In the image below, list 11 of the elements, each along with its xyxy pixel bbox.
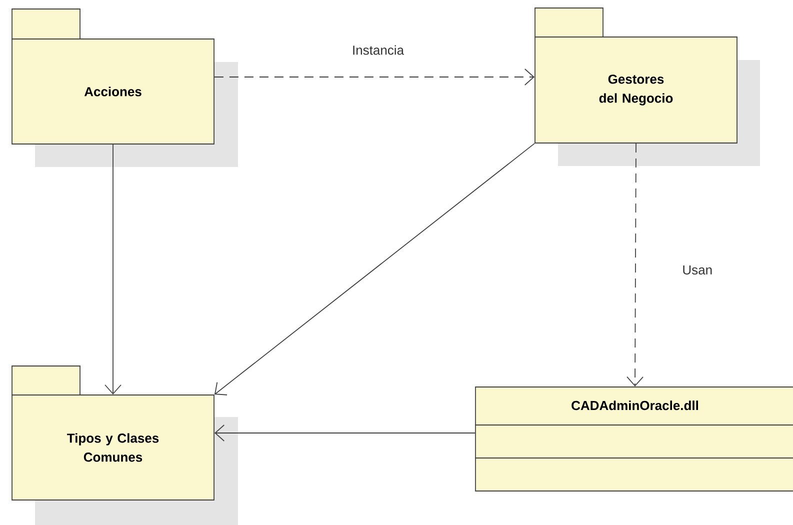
arrow [104, 144, 122, 395]
class-box: CADAdminOracle.dll [474, 386, 793, 492]
package-box: Acciones [12, 8, 238, 167]
edge-label: Usan [680, 263, 715, 277]
arrow [214, 68, 535, 86]
package-box: Gestores del Negocio [534, 8, 760, 166]
arrow [214, 424, 476, 442]
package-box: Tipos y Clases Comunes [12, 366, 238, 525]
arrow [214, 143, 535, 396]
arrow [626, 143, 644, 387]
edge-label: Instancia [350, 43, 406, 57]
